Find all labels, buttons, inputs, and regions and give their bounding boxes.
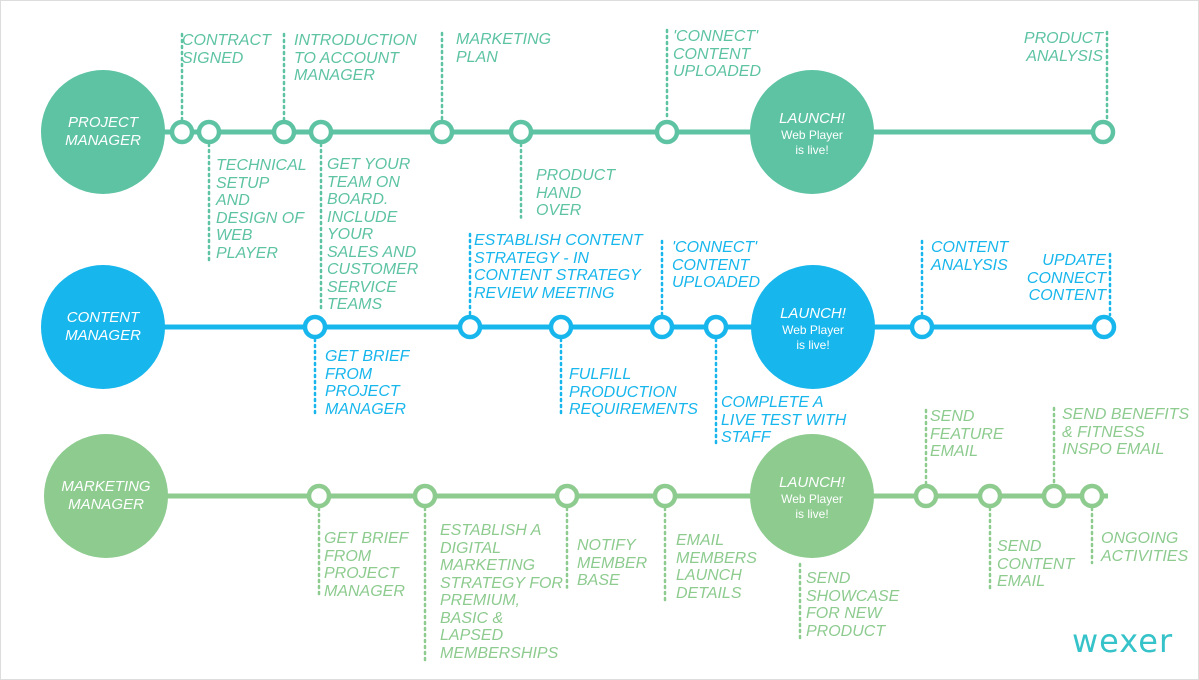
- project-milestone-label-5: PRODUCT HAND OVER: [536, 167, 616, 219]
- marketing-milestone-node-2: [554, 483, 580, 509]
- content-launch-title: LAUNCH!: [780, 305, 846, 322]
- marketing-milestone-node-1: [412, 483, 438, 509]
- content-milestone-label-2: FULFILL PRODUCTION REQUIREMENTS: [569, 366, 698, 418]
- marketing-launch-label: LAUNCH!Web Player is live!: [750, 474, 874, 522]
- marketing-milestone-label-1: ESTABLISH A DIGITAL MARKETING STRATEGY F…: [440, 522, 563, 662]
- content-milestone-node-0: [302, 314, 328, 340]
- project-milestone-node-7: [1090, 119, 1116, 145]
- marketing-role-circle: [44, 434, 168, 558]
- content-milestone-label-4: COMPLETE A LIVE TEST WITH STAFF: [721, 394, 847, 446]
- marketing-milestone-label-2: NOTIFY MEMBER BASE: [577, 537, 648, 589]
- project-milestone-node-4: [429, 119, 455, 145]
- marketing-milestone-label-6: SEND CONTENT EMAIL: [997, 538, 1075, 590]
- content-milestone-node-5: [909, 314, 935, 340]
- content-launch-label: LAUNCH!Web Player is live!: [751, 305, 875, 353]
- content-launch-circle: [751, 265, 875, 389]
- content-milestone-label-5: CONTENT ANALYSIS: [931, 239, 1009, 274]
- content-milestone-node-4: [703, 314, 729, 340]
- content-launch-subtitle: Web Player is live!: [782, 323, 844, 352]
- project-milestone-label-4: MARKETING PLAN: [456, 31, 552, 66]
- project-milestone-label-3: GET YOUR TEAM ON BOARD. INCLUDE YOUR SAL…: [327, 156, 419, 313]
- marketing-milestone-node-6: [977, 483, 1003, 509]
- project-milestone-node-5: [508, 119, 534, 145]
- marketing-milestone-label-8: ONGOING ACTIVITIES: [1101, 530, 1189, 565]
- project-milestone-node-3: [308, 119, 334, 145]
- project-milestone-label-7: PRODUCT ANALYSIS: [1023, 30, 1103, 65]
- lane-content: [41, 232, 1117, 446]
- project-launch-title: LAUNCH!: [779, 110, 845, 127]
- project-milestone-label-1: TECHNICAL SETUP AND DESIGN OF WEB PLAYER: [216, 157, 307, 262]
- project-milestone-label-0: CONTRACT SIGNED: [182, 32, 271, 67]
- marketing-milestone-node-5: [913, 483, 939, 509]
- marketing-milestone-label-7: SEND BENEFITS & FITNESS INSPO EMAIL: [1062, 406, 1190, 458]
- project-milestone-node-0: [169, 119, 195, 145]
- marketing-launch-circle: [750, 434, 874, 558]
- marketing-milestone-node-8: [1079, 483, 1105, 509]
- project-milestone-node-2: [271, 119, 297, 145]
- marketing-launch-subtitle: Web Player is live!: [781, 492, 843, 521]
- content-milestone-label-6: UPDATE CONNECT CONTENT: [1026, 252, 1106, 304]
- project-role-label: PROJECT MANAGER: [65, 114, 141, 149]
- project-launch-circle: [750, 70, 874, 194]
- lane-project: [41, 28, 1116, 313]
- marketing-launch-title: LAUNCH!: [779, 474, 845, 491]
- content-role-circle: [41, 265, 165, 389]
- content-role-label: CONTENT MANAGER: [65, 309, 141, 344]
- project-milestone-node-1: [196, 119, 222, 145]
- marketing-milestone-label-5: SEND FEATURE EMAIL: [930, 408, 1004, 460]
- marketing-milestone-label-3: EMAIL MEMBERS LAUNCH DETAILS: [676, 532, 757, 602]
- project-milestone-label-2: INTRODUCTION TO ACCOUNT MANAGER: [294, 32, 417, 84]
- lane-marketing: [44, 406, 1108, 662]
- marketing-role-label: MARKETING MANAGER: [61, 478, 151, 513]
- project-milestone-node-6: [654, 119, 680, 145]
- marketing-milestone-node-0: [306, 483, 332, 509]
- content-milestone-label-1: ESTABLISH CONTENT STRATEGY - IN CONTENT …: [474, 232, 643, 302]
- marketing-milestone-node-7: [1041, 483, 1067, 509]
- marketing-milestone-label-0: GET BRIEF FROM PROJECT MANAGER: [324, 530, 409, 600]
- content-milestone-node-3: [649, 314, 675, 340]
- content-milestone-label-0: GET BRIEF FROM PROJECT MANAGER: [325, 348, 410, 418]
- marketing-milestone-node-3: [652, 483, 678, 509]
- content-milestone-node-6: [1091, 314, 1117, 340]
- content-milestone-node-2: [548, 314, 574, 340]
- project-launch-subtitle: Web Player is live!: [781, 128, 843, 157]
- marketing-milestone-label-4: SEND SHOWCASE FOR NEW PRODUCT: [806, 570, 900, 640]
- project-milestone-label-6: 'CONNECT' CONTENT UPLOADED: [673, 28, 762, 80]
- content-milestone-label-3: 'CONNECT' CONTENT UPLOADED: [672, 239, 761, 291]
- content-milestone-node-1: [457, 314, 483, 340]
- project-launch-label: LAUNCH!Web Player is live!: [750, 110, 874, 158]
- project-role-circle: [41, 70, 165, 194]
- wexer-logo: wexer: [1072, 622, 1174, 660]
